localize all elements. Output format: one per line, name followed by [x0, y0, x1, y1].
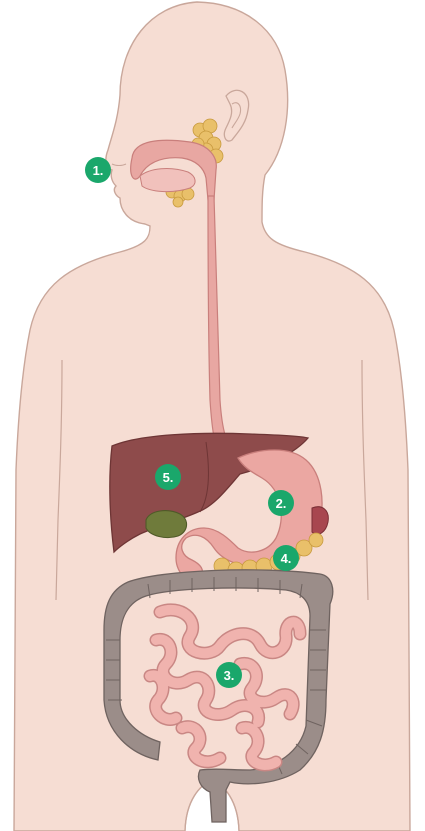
marker-3-label: 3. [224, 668, 235, 683]
tongue [140, 169, 195, 192]
marker-5-label: 5. [163, 470, 174, 485]
marker-1-label: 1. [93, 163, 104, 178]
marker-2[interactable]: 2. [268, 490, 294, 516]
marker-4-label: 4. [281, 551, 292, 566]
marker-2-label: 2. [276, 496, 287, 511]
marker-1[interactable]: 1. [85, 157, 111, 183]
marker-5[interactable]: 5. [155, 464, 181, 490]
marker-4[interactable]: 4. [273, 545, 299, 571]
gallbladder [146, 511, 187, 538]
gallbladder-shape [146, 511, 187, 538]
marker-3[interactable]: 3. [216, 662, 242, 688]
